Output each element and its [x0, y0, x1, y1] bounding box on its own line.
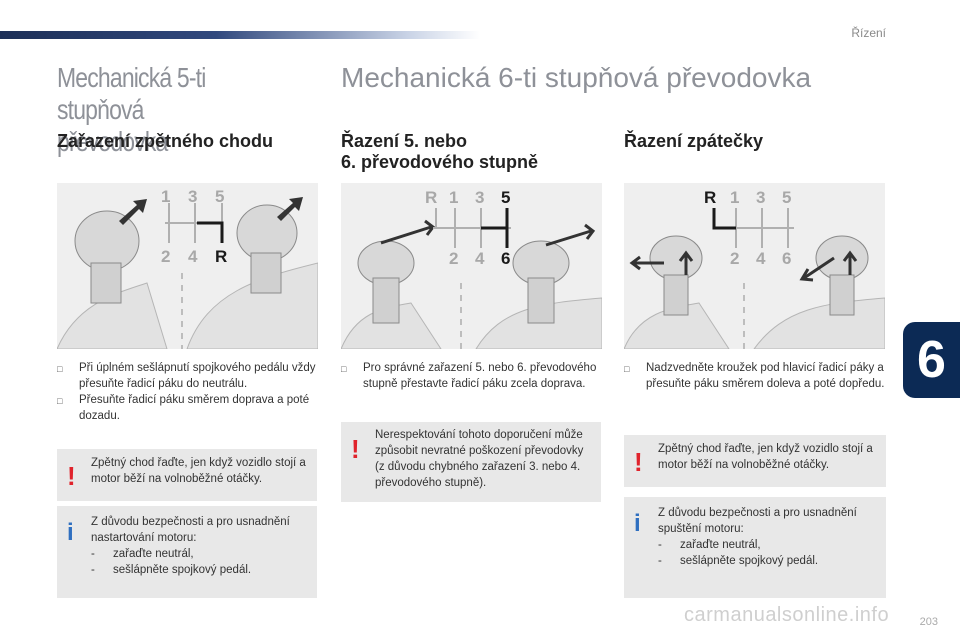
gear-lever-illustration	[624, 183, 885, 349]
info-icon: i	[67, 519, 74, 546]
info-icon: i	[634, 510, 641, 537]
list-item: □ Při úplném sešlápnutí spojkového pedál…	[57, 362, 316, 390]
diagram-digit: 2	[449, 249, 459, 268]
diagram-digit: 3	[475, 188, 485, 207]
list-item: □ Pro správné zařazení 5. nebo 6. převod…	[341, 362, 597, 390]
exclamation-icon: !	[67, 461, 76, 491]
diagram-digit-reverse: R	[704, 188, 717, 207]
diagram-digit: 4	[475, 249, 485, 268]
diagram-digit: 3	[188, 187, 198, 206]
bullet-list-5-speed: □ Při úplném sešlápnutí spojkového pedál…	[57, 360, 317, 424]
diagram-digit-active: 5	[501, 188, 511, 207]
list-item: -sešlápněte spojkový pedál.	[658, 555, 819, 567]
info-note-reverse-6: i Z důvodu bezpečnosti a pro usnadnění s…	[624, 497, 886, 598]
illustration-reverse-6: R 1 3 5 2 4 6	[624, 183, 885, 349]
diagram-digit: 1	[449, 188, 459, 207]
diagram-digit: 5	[215, 187, 225, 206]
diagram-digit: 3	[756, 188, 766, 207]
diagram-digit: 4	[756, 249, 766, 268]
header-gradient-bar	[0, 31, 480, 39]
gear-lever-illustration	[341, 183, 602, 349]
diagram-digit: 2	[730, 249, 740, 268]
diagram-digit: 6	[782, 249, 792, 268]
list-item: -sešlápněte spojkový pedál.	[91, 564, 252, 576]
square-bullet-icon: □	[624, 364, 630, 374]
subtitle-5th-6th: Řazení 5. nebo 6. převodového stupně	[341, 131, 539, 172]
exclamation-icon: !	[351, 434, 360, 464]
warning-note-reverse-6: ! Zpětný chod řaďte, jen když vozidlo st…	[624, 435, 886, 487]
square-bullet-icon: □	[57, 364, 63, 374]
diagram-digit: 5	[782, 188, 792, 207]
diagram-digit: 4	[188, 247, 198, 266]
diagram-digit: 2	[161, 247, 171, 266]
page-number: 203	[919, 616, 938, 628]
subtitle-reverse-6: Řazení zpátečky	[624, 131, 764, 151]
diagram-digit-active: 6	[501, 249, 511, 268]
warning-note-5-speed: ! Zpětný chod řaďte, jen když vozidlo st…	[57, 449, 317, 501]
info-note-5-speed: i Z důvodu bezpečnosti a pro usnadnění n…	[57, 506, 317, 598]
watermark: carmanualsonline.info	[684, 604, 890, 626]
diagram-digit: 1	[161, 187, 171, 206]
square-bullet-icon: □	[57, 396, 63, 406]
chapter-tab: 6	[903, 322, 960, 398]
diagram-digit-reverse: R	[215, 247, 228, 266]
bullet-list-6th: □ Pro správné zařazení 5. nebo 6. převod…	[341, 360, 601, 392]
list-item: -zařaďte neutrál,	[91, 548, 194, 560]
section-title-5-speed: Mechanická 5-ti stupňová převodovka	[57, 62, 206, 157]
square-bullet-icon: □	[341, 364, 347, 374]
subtitle-reverse-5: Zařazení zpětného chodu	[57, 131, 274, 151]
gear-lever-illustration	[57, 183, 318, 349]
bullet-list-reverse-6: □ Nadzvedněte kroužek pod hlavicí řadicí…	[624, 360, 886, 392]
warning-note-6th: ! Nerespektování tohoto doporučení může …	[341, 422, 601, 502]
diagram-digit: R	[425, 188, 438, 207]
diagram-digit: 1	[730, 188, 740, 207]
list-item: □ Přesuňte řadicí páku směrem doprava a …	[57, 394, 310, 422]
list-item: □ Nadzvedněte kroužek pod hlavicí řadicí…	[624, 362, 885, 390]
illustration-5-speed: 1 3 5 2 4 R	[57, 183, 318, 349]
illustration-6th-gear: R 1 3 5 2 4 6	[341, 183, 602, 349]
list-item: -zařaďte neutrál,	[658, 539, 761, 551]
section-title-6-speed: Mechanická 6-ti stupňová převodovka	[341, 62, 812, 93]
section-name: Řízení	[851, 26, 886, 40]
exclamation-icon: !	[634, 447, 643, 477]
